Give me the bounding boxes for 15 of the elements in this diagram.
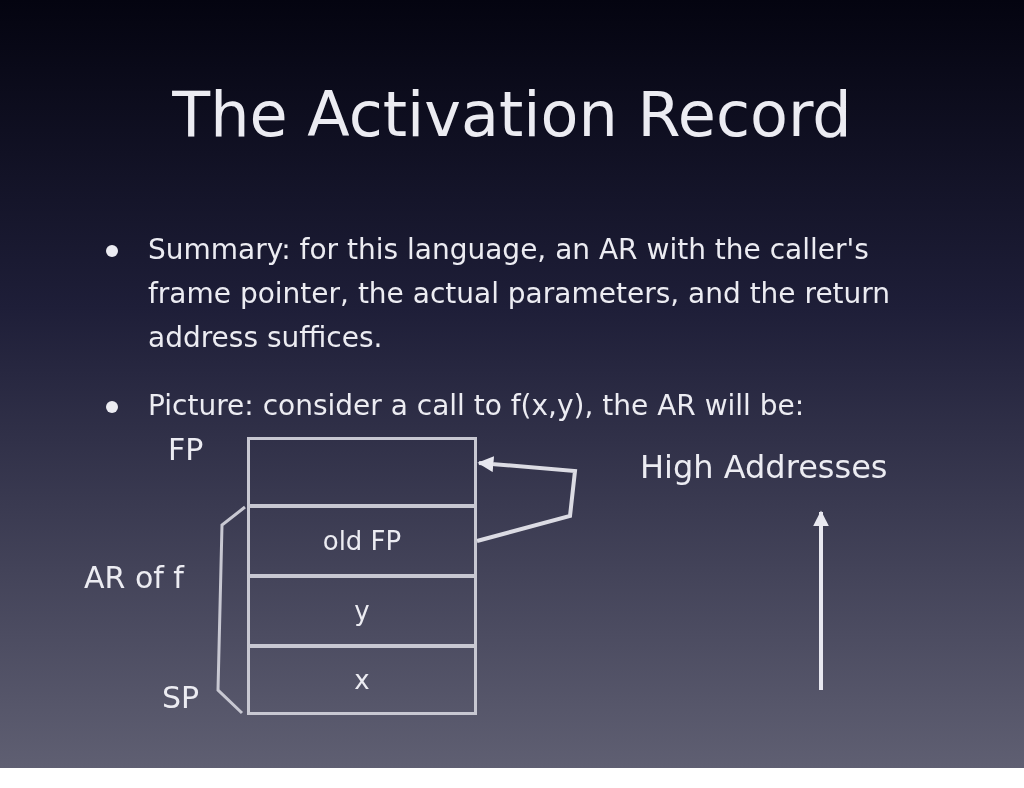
slot-label: y [354, 596, 370, 626]
stack-slot [247, 645, 477, 715]
bullet-text: Summary: for this language, an AR with the caller's frame pointer, the actual parameters, and the return address suffices. [148, 232, 892, 356]
pointer-arrow [476, 456, 578, 543]
pointer-label: SP [162, 680, 200, 715]
axis-label: High Addresses [640, 448, 888, 486]
slot-label: old FP [322, 526, 402, 556]
slot-label: x [354, 665, 370, 695]
bullet-text: Picture: consider a call to f(x,y), the AR will be: [148, 388, 806, 424]
pointer-label: FP [168, 432, 204, 467]
stack-slot [247, 505, 477, 577]
slide-title: The Activation Record [171, 78, 853, 151]
bracket-label: AR of f [84, 560, 184, 595]
stack-slot [247, 437, 477, 507]
stack-slot [247, 575, 477, 647]
